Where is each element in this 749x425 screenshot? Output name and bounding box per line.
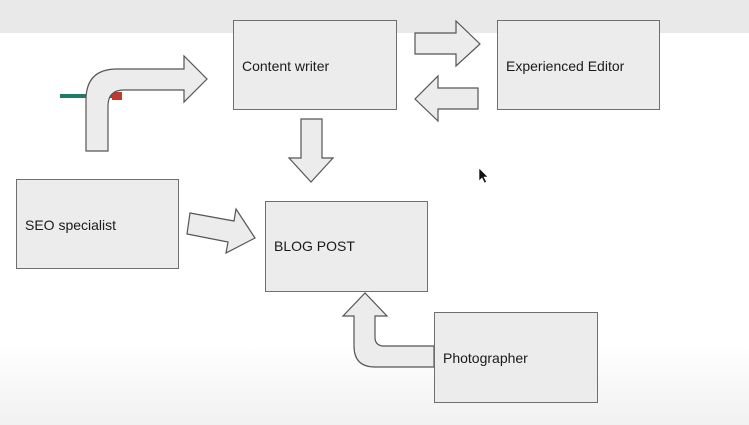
- node-photographer[interactable]: Photographer: [434, 312, 598, 403]
- arrow-editor-to-writer: [414, 74, 479, 123]
- arrow-seo-to-blog: [186, 207, 256, 255]
- arrow-writer-to-blog: [287, 118, 335, 183]
- curved-arrow-photo-to-blog: [341, 292, 435, 368]
- connector-tip: [112, 92, 122, 100]
- node-experienced-editor[interactable]: Experienced Editor: [497, 20, 660, 110]
- node-seo-specialist[interactable]: SEO specialist: [16, 179, 179, 269]
- arrow-writer-to-editor: [414, 19, 481, 68]
- node-experienced-editor-label: Experienced Editor: [506, 58, 625, 74]
- mouse-pointer-icon: [478, 167, 489, 184]
- node-content-writer[interactable]: Content writer: [233, 20, 397, 110]
- node-seo-specialist-label: SEO specialist: [25, 217, 117, 233]
- node-content-writer-label: Content writer: [242, 58, 330, 74]
- curved-arrow-into-writer: [85, 54, 208, 152]
- node-photographer-label: Photographer: [443, 350, 528, 366]
- node-blog-post-label: BLOG POST: [274, 238, 355, 254]
- node-blog-post[interactable]: BLOG POST: [265, 201, 428, 292]
